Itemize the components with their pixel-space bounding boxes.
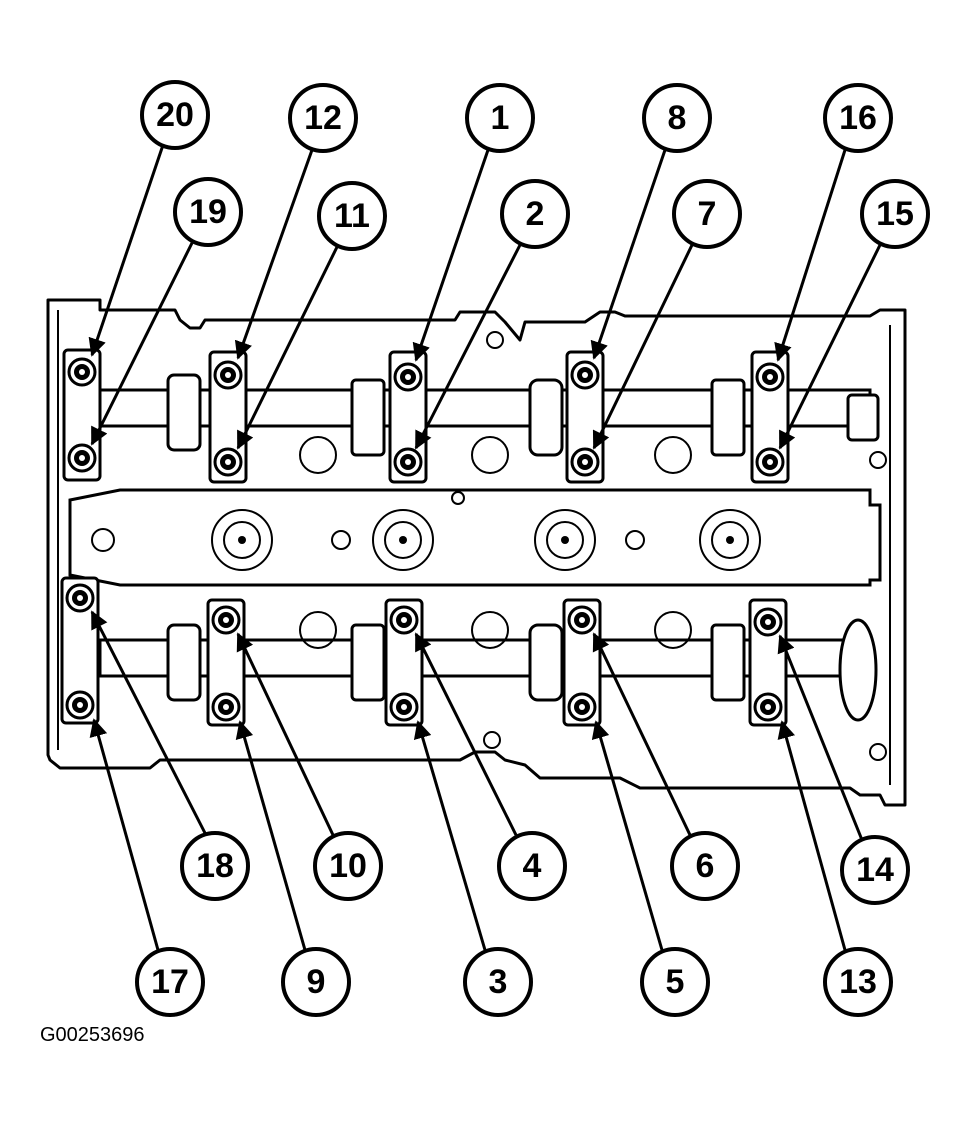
bolt-T2 (213, 360, 243, 390)
callout-label: 6 (696, 847, 715, 885)
callout-19: 19 (173, 177, 243, 247)
callout-13: 13 (823, 947, 893, 1017)
callout-4: 4 (497, 831, 567, 901)
callout-label: 19 (189, 193, 227, 231)
callout-label: 10 (329, 847, 367, 885)
bolt-L2 (211, 605, 241, 635)
callout-label: 4 (523, 847, 542, 885)
bolt-T1 (67, 357, 97, 387)
leader-1 (412, 149, 490, 362)
bolt-T5 (755, 362, 785, 392)
bolt-L4 (567, 605, 597, 635)
callout-5: 5 (640, 947, 710, 1017)
callout-17: 17 (135, 947, 205, 1017)
leader-12 (234, 149, 314, 360)
callout-11: 11 (317, 181, 387, 251)
bolt-L1 (65, 583, 95, 613)
bolt-B1 (65, 690, 95, 720)
leader-13 (777, 720, 847, 951)
callout-label: 14 (856, 851, 894, 889)
leader-4 (414, 632, 518, 836)
bolt-U1 (67, 443, 97, 473)
callout-label: 20 (156, 96, 194, 134)
callout-label: 13 (839, 963, 877, 1001)
bolt-B2 (211, 692, 241, 722)
bolt-L5 (753, 607, 783, 637)
callout-14: 14 (840, 835, 910, 905)
callout-label: 9 (307, 963, 326, 1001)
callout-15: 15 (860, 179, 930, 249)
callout-8: 8 (642, 83, 712, 153)
bolt-U3 (393, 447, 423, 477)
cylinder-head-outline (46, 298, 907, 807)
spark-plug-well-2 (372, 509, 434, 571)
callout-7: 7 (672, 179, 742, 249)
leader-3 (413, 720, 487, 951)
spark-plug-well-3 (534, 509, 596, 571)
callout-label: 12 (304, 99, 342, 137)
figure-id: G00253696 (40, 1024, 145, 1046)
callout-16: 16 (823, 83, 893, 153)
leader-15 (778, 244, 882, 450)
callout-label: 3 (489, 963, 508, 1001)
bolt-B4 (567, 692, 597, 722)
leader-5 (591, 720, 664, 951)
bolt-B3 (389, 692, 419, 722)
leader-16 (774, 149, 847, 362)
leader-8 (590, 149, 667, 360)
callout-12: 12 (288, 83, 358, 153)
bolt-L3 (389, 605, 419, 635)
bolt-U4 (570, 447, 600, 477)
leader-lines (88, 144, 882, 951)
callout-label: 1 (491, 99, 510, 137)
leader-20 (88, 144, 165, 357)
callout-label: 7 (698, 195, 717, 233)
callout-label: 15 (876, 195, 914, 233)
spark-plug-well-4 (699, 509, 761, 571)
bolt-U2 (213, 447, 243, 477)
callout-label: 8 (668, 99, 687, 137)
cap-bolts (65, 357, 785, 722)
callout-10: 10 (313, 831, 383, 901)
spark-plug-gallery (68, 488, 882, 587)
callout-6: 6 (670, 831, 740, 901)
leader-2 (414, 244, 522, 450)
callout-label: 5 (666, 963, 685, 1001)
callout-18: 18 (180, 831, 250, 901)
leader-19 (90, 242, 194, 446)
bolt-U5 (755, 447, 785, 477)
callout-20: 20 (140, 80, 210, 150)
callouts: 20 12 1 8 16 19 11 2 7 15 18 10 4 6 14 1… (135, 80, 930, 1017)
leader-9 (235, 720, 307, 951)
callout-label: 11 (334, 197, 370, 235)
leader-6 (592, 632, 692, 836)
bolt-T4 (570, 360, 600, 390)
callout-label: 18 (196, 847, 234, 885)
bolt-B5 (753, 692, 783, 722)
callout-1: 1 (465, 83, 535, 153)
spark-plug-well-1 (211, 509, 273, 571)
callout-9: 9 (281, 947, 351, 1017)
leader-7 (592, 244, 694, 450)
callout-label: 16 (839, 99, 877, 137)
callout-label: 17 (151, 963, 189, 1001)
callout-label: 2 (526, 195, 545, 233)
leader-10 (236, 632, 335, 836)
leader-17 (89, 718, 160, 951)
callout-3: 3 (463, 947, 533, 1017)
leader-14 (777, 634, 864, 841)
leader-11 (236, 246, 339, 450)
leader-18 (90, 610, 208, 836)
callout-2: 2 (500, 179, 570, 249)
bolt-T3 (393, 362, 423, 392)
